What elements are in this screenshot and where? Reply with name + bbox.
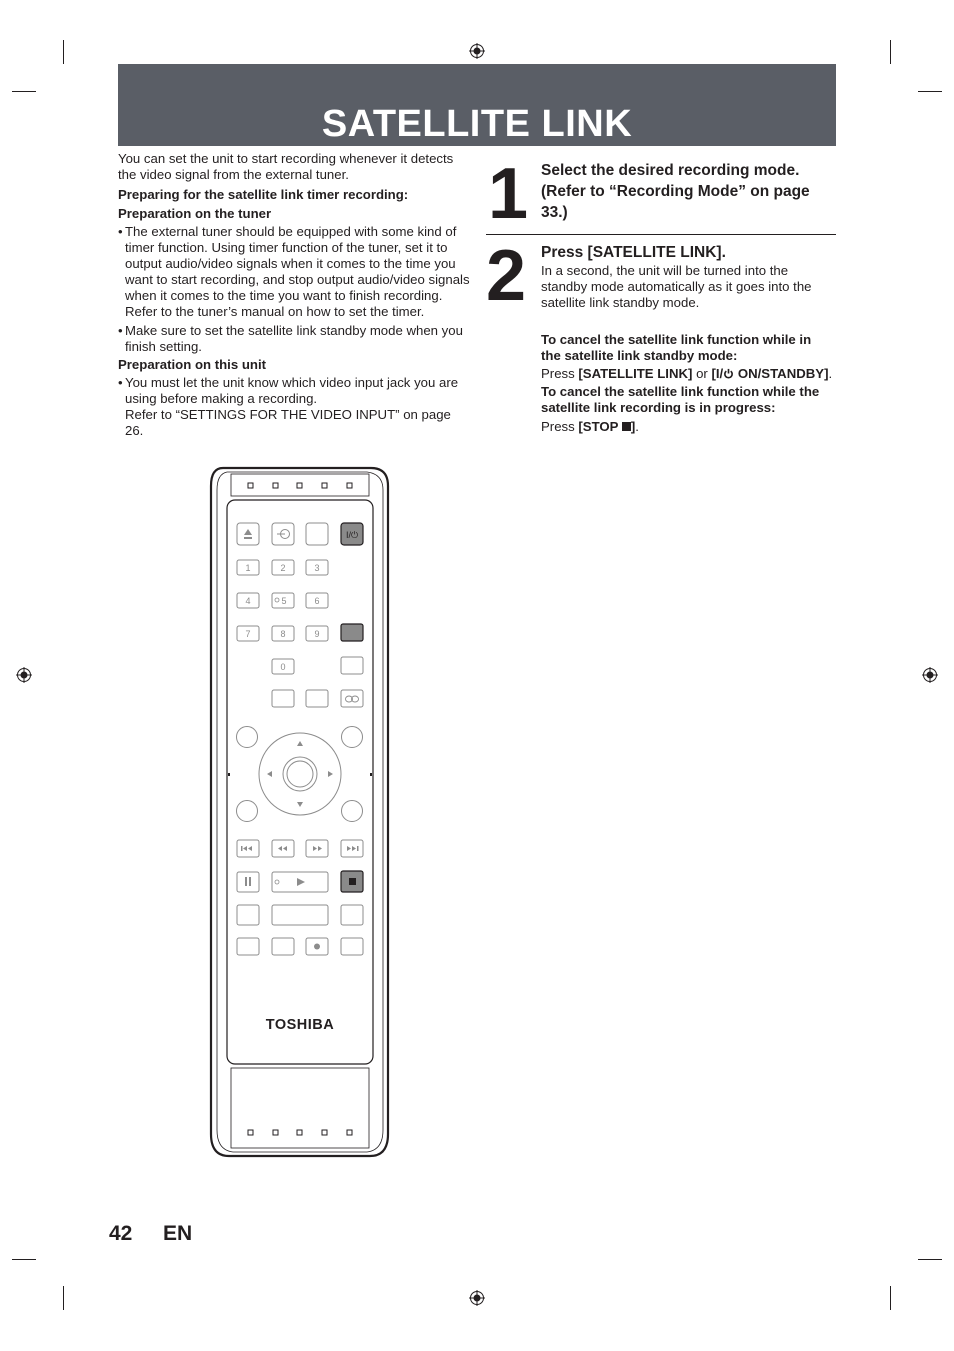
rewind-icon [278,846,287,851]
list-item: •You must let the unit know which video … [118,375,459,406]
crop-mark [63,1286,64,1310]
next-icon [347,846,359,851]
registration-mark-icon [469,1290,485,1306]
tuner-bullet-2: Make sure to set the satellite link stan… [125,323,463,354]
prev-icon [241,846,252,851]
unit-heading: Preparation on this unit [118,357,266,372]
stop-key: [STOP ] [578,419,636,434]
cancel-standby-instruction: Press [SATELLITE LINK] or [I/ ON/STANDBY… [541,366,833,381]
pause-icon [245,877,251,886]
cancel-recording-heading: To cancel the satellite link function wh… [541,384,820,415]
input-icon [277,529,290,539]
page-title: SATELLITE LINK [321,103,633,145]
fast-forward-icon [313,846,322,851]
crop-mark [918,91,942,92]
number-key-1: 1 [245,563,250,573]
tuner-bullet-1: The external tuner should be equipped wi… [125,224,470,319]
power-label: I/⏻ [346,530,358,540]
registration-mark-icon [922,667,938,683]
eject-icon [244,529,252,539]
step-2-heading: Press [SATELLITE LINK]. [541,244,726,261]
registration-mark-icon [469,43,485,59]
number-key-3: 3 [314,563,319,573]
number-key-0: 0 [280,662,285,672]
press-text: Press [541,419,579,434]
crop-mark [890,1286,891,1310]
on-standby-key: [I/ ON/STANDBY] [711,366,829,381]
crop-mark [918,1259,942,1260]
step-1-heading: Select the desired recording mode. (Refe… [541,162,810,221]
number-key-4: 4 [245,596,250,606]
page-number: 42 [109,1222,133,1245]
title-banner: SATELLITE LINK [118,64,836,146]
or-text: or [692,366,712,381]
intro-text: You can set the unit to start recording … [118,151,454,182]
unit-reference: Refer to “SETTINGS FOR THE VIDEO INPUT” … [125,407,451,438]
number-key-8: 8 [280,629,285,639]
press-text: Press [541,366,579,381]
step-number: 1 [488,154,529,234]
left-column: You can set the unit to start recording … [118,151,470,439]
step-2-body: In a second, the unit will be turned int… [541,263,812,310]
power-icon [724,368,734,379]
cancel-recording-instruction: Press [STOP ]. [541,419,639,434]
list-item: •The external tuner should be equipped w… [118,224,470,319]
satellite-link-key: [SATELLITE LINK] [578,366,693,381]
stop-icon [349,878,356,885]
stop-icon [621,422,631,431]
number-key-7: 7 [245,629,250,639]
preparing-heading: Preparing for the satellite link timer r… [118,187,409,202]
crop-mark [63,40,64,64]
number-key-5: 5 [281,596,286,606]
step-number: 2 [486,236,527,316]
play-icon [297,878,305,886]
registration-mark-icon [16,667,32,683]
number-key-9: 9 [314,629,319,639]
remote-control: I/⏻ 1 2 3 4 5 6 7 8 9 0 [209,466,390,1158]
number-key-2: 2 [280,563,285,573]
dolby-icon [345,695,359,703]
unit-bullet: You must let the unit know which video i… [125,375,459,406]
tuner-heading: Preparation on the tuner [118,206,272,221]
divider [486,234,836,235]
list-item: •Make sure to set the satellite link sta… [118,323,463,354]
crop-mark [12,1259,36,1260]
crop-mark [12,91,36,92]
language-label: EN [163,1222,193,1245]
brand-logo: TOSHIBA [266,1017,335,1033]
record-icon [314,943,320,950]
crop-mark [890,40,891,64]
number-key-6: 6 [314,596,319,606]
cancel-standby-heading: To cancel the satellite link function wh… [541,332,812,363]
